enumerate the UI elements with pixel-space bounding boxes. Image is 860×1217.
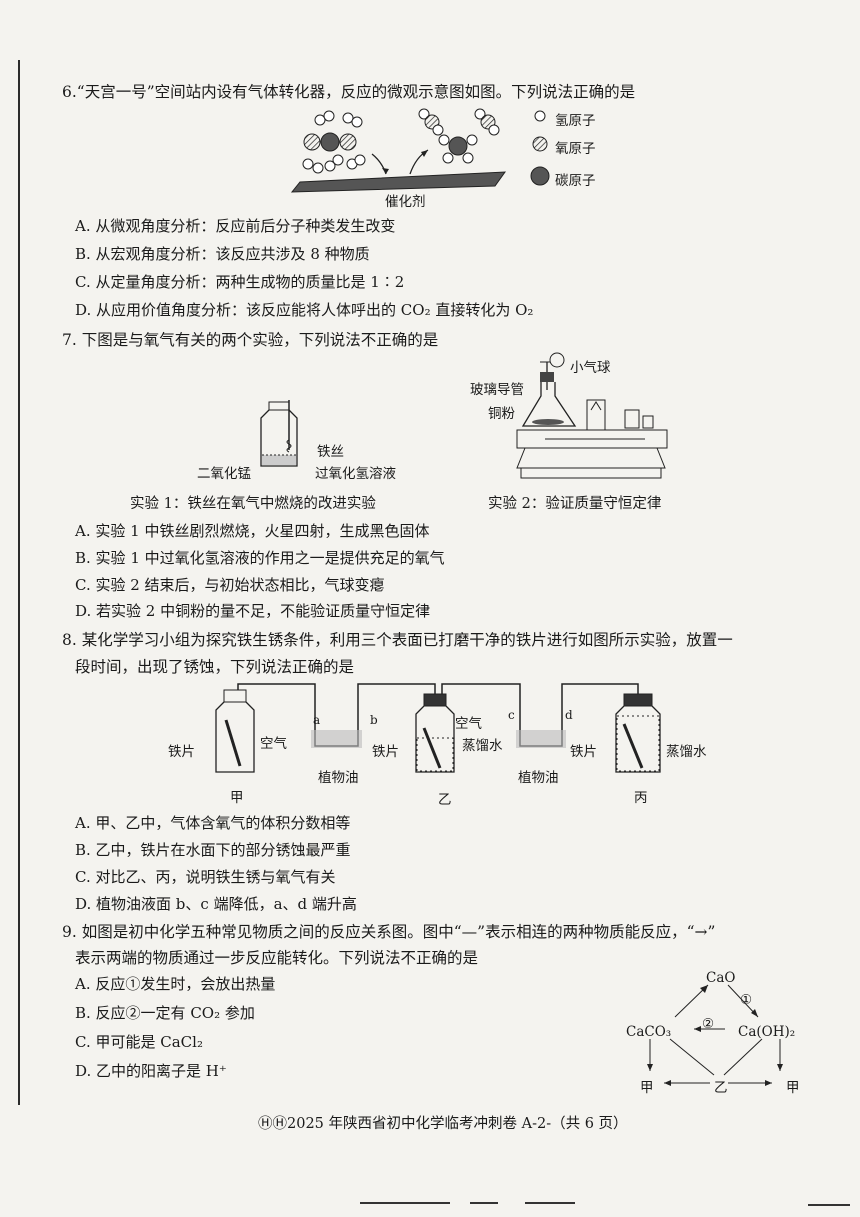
left-margin-rule — [18, 60, 20, 1105]
node-yi: 乙 — [714, 1080, 728, 1096]
q6-legend-icons — [530, 110, 550, 186]
q9-option-c: C. 甲可能是 CaCl₂ — [75, 1033, 203, 1051]
label-air-yi: 空气 — [455, 716, 482, 732]
label-water-yi: 蒸馏水 — [462, 738, 503, 754]
node-jia-right: 甲 — [786, 1080, 800, 1096]
label-c: c — [508, 708, 515, 722]
q6-micro-diagram — [290, 108, 507, 193]
catalyst-label: 催化剂 — [385, 194, 426, 210]
q9-stem-line1: 9. 如图是初中化学五种常见物质之间的反应关系图。图中“—”表示相连的两种物质能… — [62, 923, 716, 941]
label-oil-left: 植物油 — [318, 770, 359, 786]
exp1-wire-label: 铁丝 — [317, 444, 344, 460]
q9-option-b: B. 反应②一定有 CO₂ 参加 — [75, 1004, 255, 1022]
label-reaction-2: ② — [702, 1016, 715, 1032]
q6-option-c: C. 从定量角度分析：两种生成物的质量比是 1∶2 — [75, 273, 405, 291]
bottom-mark-3 — [525, 1202, 575, 1204]
label-bottle-yi: 乙 — [438, 792, 452, 808]
exp1-h2o2-label: 过氧化氢溶液 — [315, 466, 396, 482]
exp2-caption: 实验 2：验证质量守恒定律 — [488, 496, 662, 512]
node-cao: CaO — [706, 970, 736, 986]
q7-stem: 7. 下图是与氧气有关的两个实验，下列说法不正确的是 — [62, 331, 439, 349]
q7-option-b: B. 实验 1 中过氧化氢溶液的作用之一是提供充足的氧气 — [75, 549, 445, 567]
q9-relation-diagram — [647, 984, 783, 1086]
label-a: a — [313, 713, 321, 727]
q6-option-d: D. 从应用价值角度分析：该反应能将人体呼出的 CO₂ 直接转化为 O₂ — [75, 301, 534, 319]
label-bottle-jia: 甲 — [230, 790, 244, 806]
legend-carbon: 碳原子 — [555, 173, 596, 189]
q8-stem-line1: 8. 某化学学习小组为探究铁生锈条件，利用三个表面已打磨干净的铁片进行如图所示实… — [62, 631, 733, 649]
node-caoh2: Ca(OH)₂ — [738, 1024, 796, 1040]
q8-option-a: A. 甲、乙中，气体含氧气的体积分数相等 — [75, 814, 351, 832]
label-iron-yi: 铁片 — [372, 744, 399, 760]
q8-apparatus-diagram — [215, 683, 661, 773]
q8-option-d: D. 植物油液面 b、c 端降低，a、d 端升高 — [75, 895, 357, 913]
legend-hydrogen: 氢原子 — [555, 113, 596, 129]
legend-oxygen: 氧原子 — [555, 141, 596, 157]
node-caco3: CaCO₃ — [626, 1024, 672, 1040]
q7-option-c: C. 实验 2 结束后，与初始状态相比，气球变瘪 — [75, 576, 385, 594]
bottom-mark-2 — [470, 1202, 498, 1204]
q9-option-a: A. 反应①发生时，会放出热量 — [75, 975, 276, 993]
q6-stem: 6.“天宫一号”空间站内设有气体转化器，反应的微观示意图如图。下列说法正确的是 — [62, 83, 636, 101]
q7-option-a: A. 实验 1 中铁丝剧烈燃烧，火星四射，生成黑色固体 — [75, 522, 430, 540]
page-footer: ⒽⒽ2025 年陕西省初中化学临考冲刺卷 A-2-（共 6 页） — [258, 1116, 628, 1132]
exp1-bottle-diagram — [260, 400, 298, 467]
q8-option-b: B. 乙中，铁片在水面下的部分锈蚀最严重 — [75, 841, 351, 859]
q8-stem-line2: 段时间，出现了锈蚀，下列说法正确的是 — [75, 658, 355, 676]
q6-option-a: A. 从微观角度分析：反应前后分子种类发生改变 — [75, 217, 396, 235]
bottom-mark-1 — [360, 1202, 450, 1204]
label-air-jia: 空气 — [260, 736, 287, 752]
exp2-cu-label: 铜粉 — [488, 406, 515, 422]
q6-option-b: B. 从宏观角度分析：该反应共涉及 8 种物质 — [75, 245, 370, 263]
exp1-mno2-label: 二氧化锰 — [197, 466, 251, 482]
label-water-bing: 蒸馏水 — [666, 744, 707, 760]
bottom-mark-4 — [808, 1204, 850, 1206]
exp2-balloon-label: 小气球 — [570, 360, 611, 376]
q9-stem-line2: 表示两端的物质通过一步反应能转化。下列说法不正确的是 — [75, 949, 479, 967]
label-reaction-1: ① — [740, 992, 753, 1008]
exp2-tube-label: 玻璃导管 — [470, 382, 524, 398]
label-bottle-bing: 丙 — [634, 790, 648, 806]
label-iron-jia: 铁片 — [168, 744, 195, 760]
exp1-caption: 实验 1：铁丝在氧气中燃烧的改进实验 — [130, 496, 376, 512]
label-iron-bing: 铁片 — [570, 744, 597, 760]
label-oil-right: 植物油 — [518, 770, 559, 786]
node-jia-left: 甲 — [640, 1080, 654, 1096]
q7-option-d: D. 若实验 2 中铜粉的量不足，不能验证质量守恒定律 — [75, 602, 431, 620]
q9-option-d: D. 乙中的阳离子是 H⁺ — [75, 1062, 227, 1080]
q8-option-c: C. 对比乙、丙，说明铁生锈与氧气有关 — [75, 868, 336, 886]
label-d: d — [565, 708, 573, 722]
exp2-balance-diagram — [516, 352, 668, 479]
label-b: b — [370, 713, 378, 727]
